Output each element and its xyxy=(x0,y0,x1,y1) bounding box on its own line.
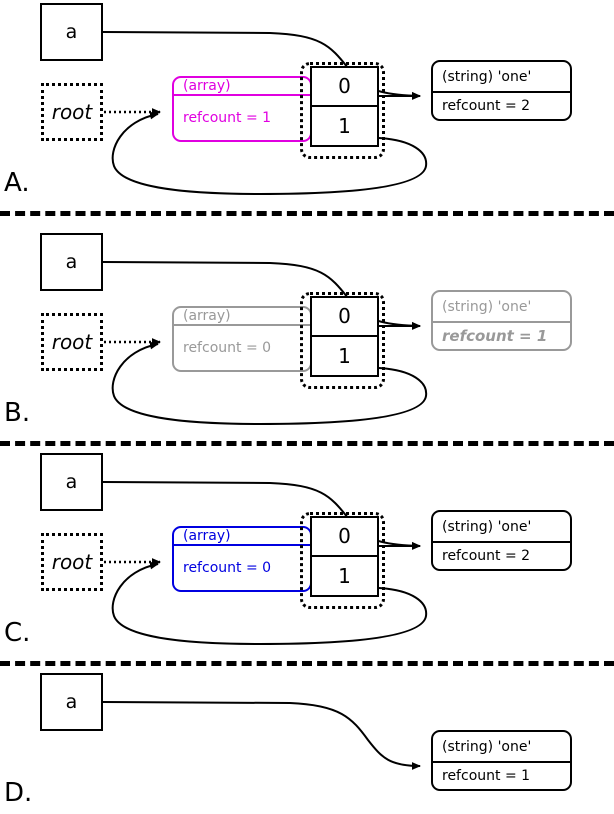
panel-separator-2 xyxy=(0,441,614,446)
array-cells-outline xyxy=(300,512,385,609)
array-value-box[interactable]: (array) refcount = 0 xyxy=(172,306,312,372)
panel-b: a root (array) refcount = 0 0 1 (string)… xyxy=(0,230,614,430)
array-type-label: (array) xyxy=(174,78,310,96)
array-refcount-label: refcount = 0 xyxy=(183,560,272,576)
array-refcount-label: refcount = 1 xyxy=(183,110,272,126)
array-cells[interactable]: 0 1 xyxy=(310,516,379,597)
array-type-label: (array) xyxy=(174,528,310,546)
variable-box-a[interactable]: a xyxy=(40,453,103,511)
panel-letter-c: C. xyxy=(4,618,31,648)
array-cell-0[interactable]: 0 xyxy=(312,68,377,107)
array-cells[interactable]: 0 1 xyxy=(310,296,379,377)
string-type-label: (string) 'one' xyxy=(433,62,570,93)
string-refcount-label: refcount = 1 xyxy=(442,327,548,345)
panel-a: a root (array) refcount = 1 0 1 (string)… xyxy=(0,0,614,211)
array-cell-1[interactable]: 1 xyxy=(338,113,351,138)
variable-label-a: a xyxy=(65,21,78,43)
string-value-box[interactable]: (string) 'one' refcount = 1 xyxy=(431,290,572,351)
array-value-box[interactable]: (array) refcount = 1 xyxy=(172,76,312,142)
array-cell-1[interactable]: 1 xyxy=(338,343,351,368)
array-cells-outline xyxy=(300,62,385,159)
array-cell-0[interactable]: 0 xyxy=(312,518,377,557)
string-value-box[interactable]: (string) 'one' refcount = 1 xyxy=(431,730,572,791)
array-type-label: (array) xyxy=(174,308,310,326)
variable-label-a: a xyxy=(65,251,78,273)
array-cell-1[interactable]: 1 xyxy=(338,563,351,588)
string-type-label: (string) 'one' xyxy=(433,512,570,543)
variable-label-root: root xyxy=(51,550,93,574)
panel-d: a (string) 'one' refcount = 1 D. xyxy=(0,670,614,814)
string-refcount-label: refcount = 2 xyxy=(442,98,531,114)
variable-box-root[interactable]: root xyxy=(41,533,103,591)
string-refcount-label: refcount = 2 xyxy=(442,548,531,564)
panel-c: a root (array) refcount = 0 0 1 (string)… xyxy=(0,450,614,650)
string-value-box[interactable]: (string) 'one' refcount = 2 xyxy=(431,60,572,121)
variable-box-a[interactable]: a xyxy=(40,233,103,291)
variable-box-root[interactable]: root xyxy=(41,83,103,141)
string-refcount-label: refcount = 1 xyxy=(442,768,531,784)
array-refcount-label: refcount = 0 xyxy=(183,340,272,356)
panel-letter-a: A. xyxy=(4,168,30,198)
string-type-label: (string) 'one' xyxy=(433,732,570,763)
variable-box-root[interactable]: root xyxy=(41,313,103,371)
array-cells-outline xyxy=(300,292,385,389)
variable-label-a: a xyxy=(65,691,78,713)
panel-separator-3 xyxy=(0,661,614,666)
panel-separator-1 xyxy=(0,211,614,216)
array-value-box[interactable]: (array) refcount = 0 xyxy=(172,526,312,592)
variable-box-a[interactable]: a xyxy=(40,673,103,731)
variable-label-a: a xyxy=(65,471,78,493)
variable-label-root: root xyxy=(51,330,93,354)
string-type-label: (string) 'one' xyxy=(433,292,570,323)
array-cells[interactable]: 0 1 xyxy=(310,66,379,147)
array-cell-0[interactable]: 0 xyxy=(312,298,377,337)
panel-letter-b: B. xyxy=(4,398,31,428)
variable-label-root: root xyxy=(51,100,93,124)
string-value-box[interactable]: (string) 'one' refcount = 2 xyxy=(431,510,572,571)
panel-letter-d: D. xyxy=(4,778,33,808)
variable-box-a[interactable]: a xyxy=(40,3,103,61)
